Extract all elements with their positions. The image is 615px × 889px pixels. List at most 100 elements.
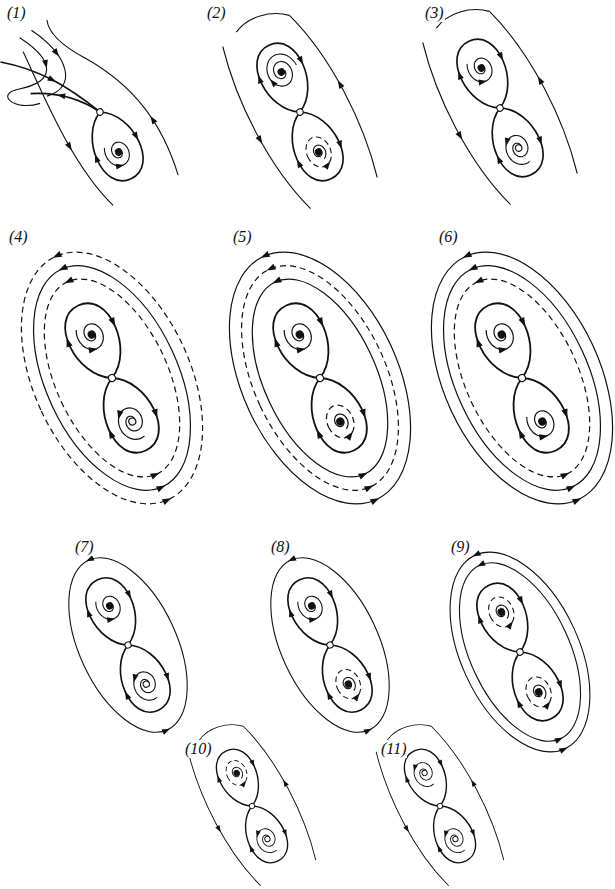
arrowhead (294, 158, 303, 168)
arrowhead (456, 70, 464, 80)
arrowhead (476, 614, 484, 624)
arrowhead (85, 555, 95, 564)
arrowhead (353, 692, 362, 702)
arrowhead (47, 75, 57, 84)
phase-portrait (0, 221, 241, 536)
arrowhead (88, 346, 98, 354)
arrowhead (517, 596, 526, 606)
trajectory (466, 295, 545, 388)
stable-focus (314, 148, 323, 157)
trajectory (279, 570, 350, 654)
stable-focus (308, 602, 316, 610)
arrowhead (106, 428, 116, 439)
trajectory (289, 8, 383, 182)
arrowhead (554, 735, 564, 744)
arrowhead (327, 590, 336, 600)
arrowhead (345, 430, 355, 441)
arrowhead (559, 745, 569, 754)
unstable-focus (142, 680, 150, 688)
trajectory (262, 49, 303, 91)
trajectory (253, 826, 280, 857)
arrowhead (272, 337, 281, 348)
arrowhead (116, 162, 125, 169)
trajectory (465, 55, 496, 86)
arrowhead (268, 77, 278, 87)
trajectory (312, 143, 329, 162)
unstable-focus (128, 417, 137, 426)
arrowhead (560, 470, 571, 480)
arrowhead (215, 775, 222, 783)
trajectory (103, 139, 134, 170)
trajectory (494, 603, 511, 622)
arrowhead (474, 337, 483, 348)
arrowhead (543, 700, 553, 710)
panel-number: (6) (438, 228, 459, 246)
panel-number: (9) (450, 538, 471, 556)
limit-cycle (521, 673, 556, 711)
unstable-focus (421, 769, 428, 776)
arrowhead (297, 56, 306, 66)
trajectory (333, 412, 351, 432)
arrowhead (151, 408, 160, 419)
trajectory (246, 540, 413, 751)
arrowhead (514, 698, 523, 708)
trajectory (448, 32, 520, 118)
arrowhead (365, 672, 373, 682)
stable-focus (233, 769, 240, 776)
stable-focus (114, 148, 123, 157)
trajectory (410, 760, 437, 791)
arrowhead (359, 408, 368, 419)
arrowhead (335, 79, 344, 89)
arrowhead (65, 142, 74, 152)
saddle-point (96, 108, 105, 117)
arrowhead (162, 495, 173, 505)
limit-cycle (484, 593, 519, 631)
arrowhead (556, 680, 564, 690)
arrowhead (471, 550, 481, 559)
trajectory (56, 295, 135, 388)
trajectory (90, 368, 169, 461)
saddle-point (107, 373, 116, 382)
phase-portrait (0, 0, 182, 226)
unstable-focus (514, 144, 523, 153)
phase-portrait (365, 710, 510, 889)
arrowhead (287, 555, 297, 564)
arrowhead (314, 428, 324, 439)
arrowhead (442, 830, 448, 838)
panel-number: (8) (270, 538, 291, 556)
trajectory (411, 241, 615, 514)
trajectory (298, 368, 377, 461)
arrowhead (456, 131, 465, 141)
stable-focus (497, 330, 506, 339)
stable-focus (336, 417, 345, 426)
arrowhead (282, 829, 289, 837)
saddle-point (296, 108, 305, 117)
arrowhead (247, 844, 254, 852)
arrowhead (467, 264, 478, 274)
arrowhead (84, 608, 92, 618)
limit-cycle (426, 258, 615, 497)
panel-number: (2) (206, 4, 227, 22)
phase-portrait (409, 0, 585, 213)
trajectory (235, 798, 295, 869)
trajectory (500, 368, 579, 461)
arrowhead (259, 251, 270, 261)
stable-focus (87, 330, 96, 339)
trajectory (234, 4, 289, 39)
trajectory (183, 748, 261, 889)
arrowhead (469, 779, 477, 787)
arrowhead (539, 433, 549, 441)
phase-portrait (191, 221, 448, 536)
arrowhead (57, 264, 68, 274)
phase-portrait (43, 537, 213, 753)
arrowhead (163, 672, 171, 682)
arrowhead (309, 616, 318, 623)
arrowhead (316, 317, 326, 328)
arrowhead (358, 470, 369, 480)
arrowhead (323, 160, 333, 170)
arrowhead (572, 495, 583, 505)
arrowhead (148, 114, 158, 124)
arrowhead (516, 428, 526, 439)
trajectory (248, 36, 320, 122)
trajectory (77, 570, 148, 654)
